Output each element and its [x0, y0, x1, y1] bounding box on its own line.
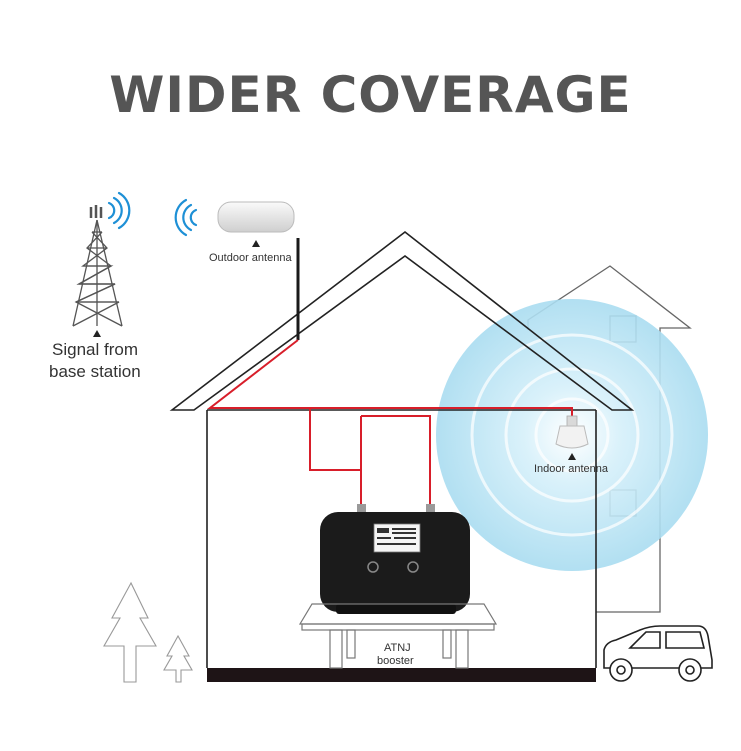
outdoor-pointer-icon — [252, 240, 260, 247]
signal-label-line2: base station — [49, 362, 141, 381]
car-icon — [603, 625, 713, 682]
booster-icon — [320, 504, 470, 614]
house-floor — [207, 668, 596, 682]
page-title: WIDER COVERAGE — [109, 66, 632, 124]
indoor-antenna-icon — [555, 415, 589, 449]
indoor-antenna-label: Indoor antenna — [534, 463, 609, 475]
booster-label-line1: ATNJ — [384, 642, 411, 654]
tower-signal-waves — [107, 191, 131, 230]
tower-icon — [72, 205, 123, 327]
booster-table — [298, 603, 498, 669]
outdoor-signal-waves — [174, 198, 198, 237]
outdoor-antenna-icon — [217, 201, 295, 233]
indoor-pointer-icon — [568, 453, 576, 460]
signal-pointer-icon — [93, 330, 101, 337]
cable — [207, 339, 573, 505]
signal-label-line1: Signal from — [52, 340, 138, 359]
outdoor-antenna-label: Outdoor antenna — [209, 252, 292, 264]
main-house — [169, 230, 635, 668]
tree-icon — [103, 581, 193, 683]
booster-label-line2: booster — [377, 655, 414, 667]
